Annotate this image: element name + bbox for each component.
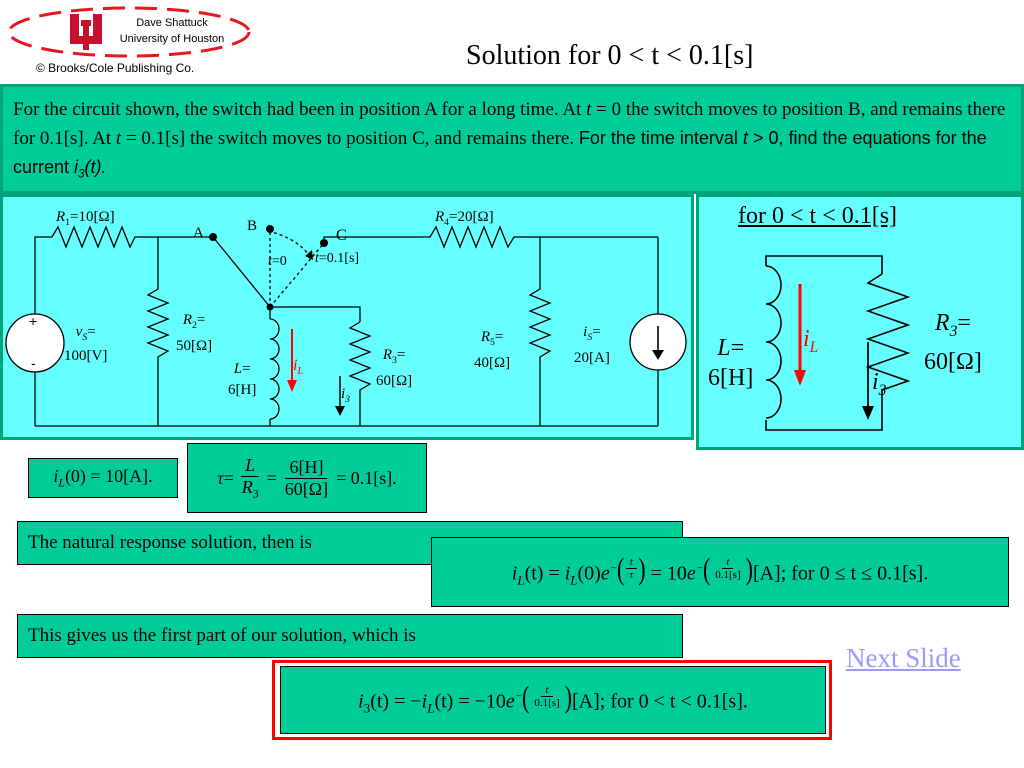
subcircuit-l-label: L= 6[H] [708, 335, 754, 391]
switch-time-c: t=0.1[s] [315, 251, 360, 266]
author-name: Dave Shattuck [136, 17, 208, 29]
switch-label-a: A [193, 225, 204, 241]
subcircuit-r3-label: R3= 60[Ω] [924, 310, 982, 375]
initial-condition-equation: iL(0) = 10[A]. [28, 458, 178, 498]
final-solution-frame [272, 660, 832, 740]
il-label: iL [293, 357, 304, 378]
subcircuit-heading: for 0 < t < 0.1[s] [738, 203, 898, 229]
switch-label-b: B [247, 218, 258, 234]
circuit-diagram [5, 225, 687, 427]
r1-label: R1=10[Ω] [56, 209, 115, 228]
slide-title: Solution for 0 < t < 0.1[s] [466, 40, 754, 71]
vs-minus: - [31, 355, 36, 371]
subcircuit-i3-label: i3 [872, 369, 887, 399]
uh-logo [66, 10, 106, 52]
r5-label: R5= 40[Ω] [474, 329, 511, 371]
circuit-panel [0, 194, 694, 440]
logo-ellipse [4, 4, 254, 60]
vs-label: vS= 100[V] [64, 324, 108, 364]
university-name: University of Houston [119, 33, 225, 45]
r3-label: R3= 60[Ω] [376, 347, 413, 389]
next-slide-link[interactable]: Next Slide [846, 643, 961, 673]
subcircuit-diagram [765, 255, 911, 431]
switch-label-c: C [336, 227, 347, 244]
r2-label: R2= 50[Ω] [176, 312, 213, 354]
subcircuit-il-label: iL [803, 326, 819, 356]
subcircuit-panel [696, 194, 1024, 450]
switch-time-b: t=0 [268, 254, 287, 269]
is-label: iS= 20[A] [574, 324, 610, 366]
vs-plus: + [29, 313, 38, 329]
inductor-label: L= 6[H] [228, 361, 257, 398]
copyright: © Brooks/Cole Publishing Co. [36, 61, 195, 75]
first-part-label: This gives us the first part of our solu… [17, 614, 683, 658]
problem-statement: For the circuit shown, the switch had be… [0, 84, 1024, 194]
r4-label: R4=20[Ω] [435, 209, 494, 228]
i3-label: i3 [341, 386, 351, 405]
